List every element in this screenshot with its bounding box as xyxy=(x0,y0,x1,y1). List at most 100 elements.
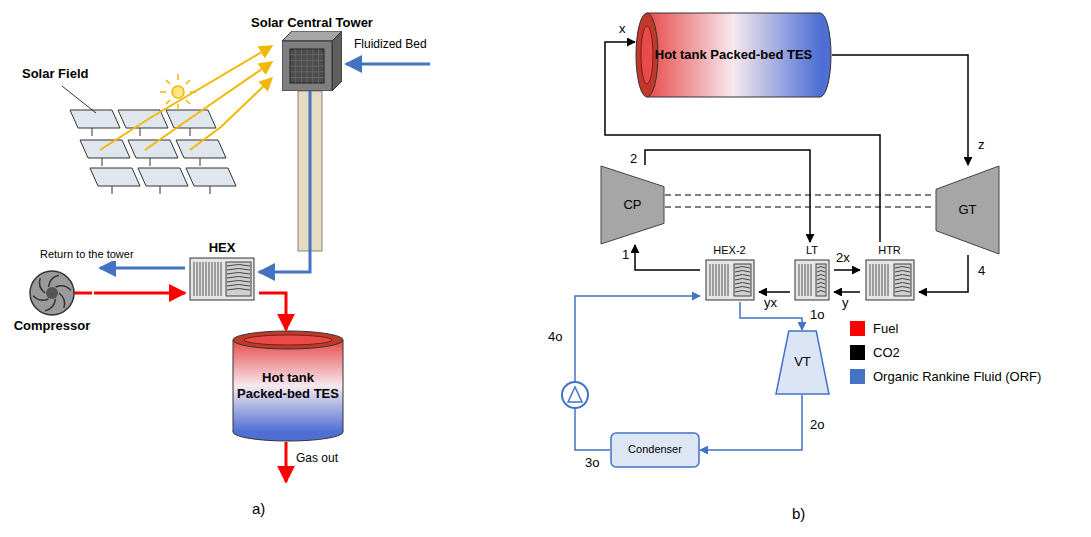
flow-line xyxy=(919,255,968,292)
node-label: Hot tank Packed-bed TES xyxy=(655,47,812,63)
node-label: VT xyxy=(794,354,811,370)
turbine-shape xyxy=(776,331,829,394)
compressor-shape xyxy=(601,166,664,244)
legend-row: Fuel xyxy=(850,316,1041,340)
legend-swatch xyxy=(850,369,865,384)
tank-opening xyxy=(641,26,653,84)
annotation: Return to the tower xyxy=(38,248,136,261)
legend-text: Fuel xyxy=(873,321,898,336)
annotation: Gas out xyxy=(294,452,340,466)
stream-label: y xyxy=(840,296,851,311)
flow-line xyxy=(575,296,700,450)
equipment-box: Condenser xyxy=(610,432,700,468)
flow-line xyxy=(259,293,286,330)
tower-front xyxy=(282,41,332,91)
equipment-box: GT xyxy=(935,165,1000,255)
hex-frame xyxy=(190,258,254,300)
compressor-body xyxy=(30,271,74,315)
equipment-icon: HEX xyxy=(185,240,259,302)
equipment-icon: HEX-2 xyxy=(700,242,759,302)
node-label: HTR xyxy=(860,242,919,258)
hex-plates xyxy=(799,264,811,296)
equipment-icon: Solar Central Tower xyxy=(225,15,399,91)
sun xyxy=(160,74,196,110)
receiver xyxy=(290,49,324,83)
comp-icon xyxy=(12,268,92,318)
flow-line xyxy=(94,292,185,295)
panel-label: a) xyxy=(250,500,267,517)
equipment-icon: LT xyxy=(790,242,834,302)
tank-top xyxy=(233,331,343,349)
equipment-icon: HTR xyxy=(860,242,919,302)
stream-label: 1 xyxy=(620,248,631,263)
stream-label: yx xyxy=(762,296,779,311)
stream-label: z xyxy=(976,138,987,153)
hex-coil xyxy=(817,267,825,293)
hex-coil xyxy=(227,265,250,291)
tank-opening xyxy=(244,335,332,345)
flow-line xyxy=(645,150,810,242)
legend-text: CO2 xyxy=(873,345,900,360)
hex-frame xyxy=(795,260,829,300)
hex-plates xyxy=(194,262,221,296)
node-label: Solar Central Tower xyxy=(225,15,399,31)
equipment-box: VT xyxy=(775,330,830,395)
solar-field xyxy=(70,110,236,194)
legend: FuelCO2Organic Rankine Fluid (ORF) xyxy=(850,316,1041,388)
gas-out-arrow xyxy=(285,442,288,482)
equipment-box: CP xyxy=(600,165,665,245)
annotation: 4o xyxy=(546,330,564,345)
hex-frame xyxy=(706,260,754,300)
tank-walls xyxy=(647,13,820,97)
legend-swatch xyxy=(850,321,865,336)
legend-swatch xyxy=(850,345,865,360)
flow-line xyxy=(834,269,860,271)
sun-rays xyxy=(100,46,272,150)
legend-text: Organic Rankine Fluid (ORF) xyxy=(873,369,1041,384)
compressor-blades xyxy=(33,275,71,310)
tank-front xyxy=(636,13,658,97)
node-label: HEX-2 xyxy=(700,242,759,258)
stream-label: 3o xyxy=(583,456,601,471)
hex-plates xyxy=(710,264,728,296)
hex-coil-box xyxy=(816,264,826,296)
stream-label: 2x xyxy=(834,251,852,266)
pump-symbol xyxy=(562,382,588,408)
tank-body xyxy=(647,13,820,97)
stream-label: 2o xyxy=(808,418,826,433)
hex-icon xyxy=(705,258,755,302)
flow-line xyxy=(834,291,860,293)
node-label: HEX xyxy=(185,240,259,256)
flow-line xyxy=(259,91,310,272)
legend-row: Organic Rankine Fluid (ORF) xyxy=(850,364,1041,388)
hex-coil xyxy=(735,267,750,293)
legend-row: CO2 xyxy=(850,340,1041,364)
node-label: Compressor xyxy=(10,318,94,334)
node-label: CP xyxy=(623,197,641,213)
stream-label: x xyxy=(617,22,628,37)
annotation: Fluidized Bed xyxy=(352,38,429,52)
flow-line xyxy=(832,55,968,165)
fluidized-bed-inlet xyxy=(346,63,430,66)
turbine-shape xyxy=(936,166,999,254)
hex-icon xyxy=(794,258,830,302)
hex-icon xyxy=(189,256,255,302)
tower-side xyxy=(332,31,342,91)
return-arrow xyxy=(100,267,185,270)
node-label: LT xyxy=(790,242,834,258)
flow-line xyxy=(759,291,790,293)
leader-line xyxy=(62,86,96,113)
hex-coil-box xyxy=(894,264,911,296)
receiver-grid xyxy=(290,49,324,83)
stream-label: 4 xyxy=(976,264,987,279)
node-label: Hot tank Packed-bed TES xyxy=(236,370,340,403)
flow-line xyxy=(700,395,802,450)
panel-label: b) xyxy=(790,505,807,522)
shaft-line xyxy=(665,195,935,207)
equipment-box: Hot tank Packed-bed TES xyxy=(635,12,832,98)
hex-coil-box xyxy=(734,264,751,296)
stream-label: 2 xyxy=(628,152,639,167)
